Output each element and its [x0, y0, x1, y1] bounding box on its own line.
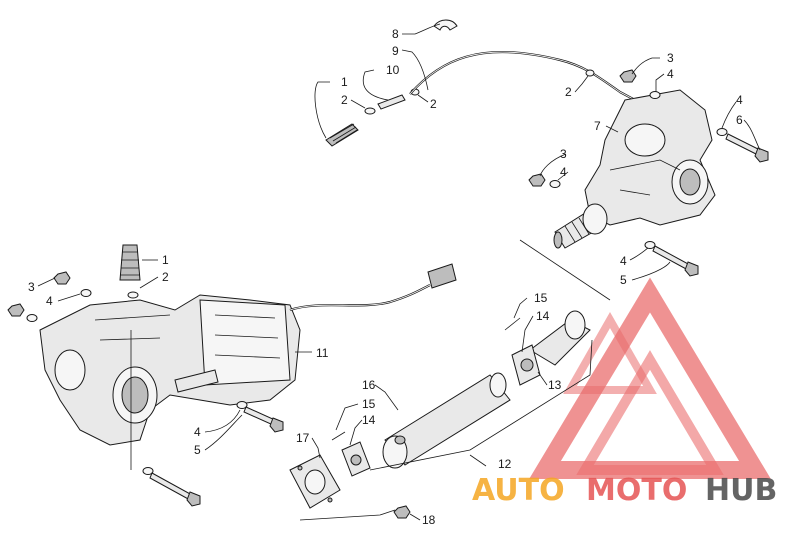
washer-part-4f [236, 401, 248, 409]
boot-part-1 [325, 123, 359, 147]
callout-14-lower: 14 [362, 413, 376, 427]
callout-17: 17 [296, 431, 310, 445]
bolt-part-5a [652, 245, 699, 277]
washer-part-4g [26, 314, 38, 322]
callout-9: 9 [392, 44, 399, 58]
callout-11: 11 [316, 346, 329, 360]
boot-part-1b [119, 244, 141, 281]
callout-4-lower-left: 4 [194, 425, 201, 439]
callout-2-right: 2 [565, 85, 572, 99]
front-gear-case [39, 294, 301, 446]
callout-4-upper: 4 [667, 67, 674, 81]
callout-1-left: 1 [162, 253, 169, 267]
flange-part-17 [289, 454, 341, 509]
nut-part-3d [7, 303, 25, 317]
watermark-logo [529, 277, 771, 479]
cable-end-part-10 [377, 94, 406, 110]
cable-assembly-upper [325, 19, 636, 147]
callout-18: 18 [422, 513, 436, 527]
callout-12: 12 [498, 457, 512, 471]
bolt-part-5b [149, 472, 201, 507]
nut-part-3a [619, 69, 637, 83]
callout-4-lower-right: 4 [620, 254, 627, 268]
callout-13: 13 [548, 378, 562, 392]
nut-part-3c [53, 271, 71, 285]
watermark-moto: MOTO [586, 473, 687, 508]
watermark-hub: HUB [705, 473, 777, 508]
cross-part-14b [341, 441, 371, 477]
washer-part-4e [80, 289, 92, 297]
callout-8: 8 [392, 27, 399, 41]
callout-2-left: 2 [162, 270, 169, 284]
callout-10: 10 [386, 63, 400, 77]
watermark-auto: AUTO [472, 473, 565, 508]
callout-5-right: 5 [620, 273, 627, 287]
connector-icon [427, 263, 457, 289]
clip-part-2c [585, 69, 595, 77]
clip-part-2d [127, 291, 139, 299]
snap-ring-part-15b [331, 431, 346, 441]
leader-lines [37, 23, 761, 521]
yoke-part-13 [529, 310, 591, 366]
callout-2-cable: 2 [430, 97, 437, 111]
callout-1-upper: 1 [341, 75, 348, 89]
callout-7: 7 [594, 119, 601, 133]
callout-16: 16 [362, 378, 376, 392]
bolt-part-18 [393, 505, 411, 519]
washer-part-4h [142, 467, 154, 475]
washer-part-4c [549, 180, 561, 188]
washer-part-4b [716, 128, 728, 136]
callout-5-lower-left: 5 [194, 443, 201, 457]
watermark-text: AUTO MOTO HUB [472, 473, 777, 508]
callout-14-upper: 14 [536, 309, 550, 323]
washer-part-4d [644, 241, 656, 249]
callout-numbers: 1 2 10 9 8 2 2 3 4 4 6 7 3 4 4 5 1 2 3 4… [28, 27, 743, 527]
washer-part-4a [649, 91, 661, 99]
rear-gear-case-part-7 [553, 89, 716, 249]
callout-3-left: 3 [28, 280, 35, 294]
callout-4-left: 4 [46, 294, 53, 308]
callout-2-upper: 2 [341, 93, 348, 107]
callout-15-lower: 15 [362, 397, 376, 411]
clip-part-2 [364, 107, 376, 115]
driveshaft-part-16 [382, 372, 511, 469]
callout-6: 6 [736, 113, 743, 127]
spring-clip-part-8 [433, 19, 458, 31]
bolt-part-6 [725, 133, 769, 163]
triangle-logo-icon [529, 277, 771, 479]
wire-harness-part-11 [289, 263, 457, 312]
snap-ring-part-15a [504, 317, 521, 331]
callout-15-upper: 15 [534, 291, 548, 305]
bolt-part-5c [243, 406, 284, 433]
nut-part-3b [528, 173, 546, 187]
cross-part-14a [511, 344, 541, 386]
callout-3-upper: 3 [667, 51, 674, 65]
callout-4-mid: 4 [560, 165, 567, 179]
callout-4-right: 4 [736, 93, 743, 107]
callout-3-mid: 3 [560, 147, 567, 161]
